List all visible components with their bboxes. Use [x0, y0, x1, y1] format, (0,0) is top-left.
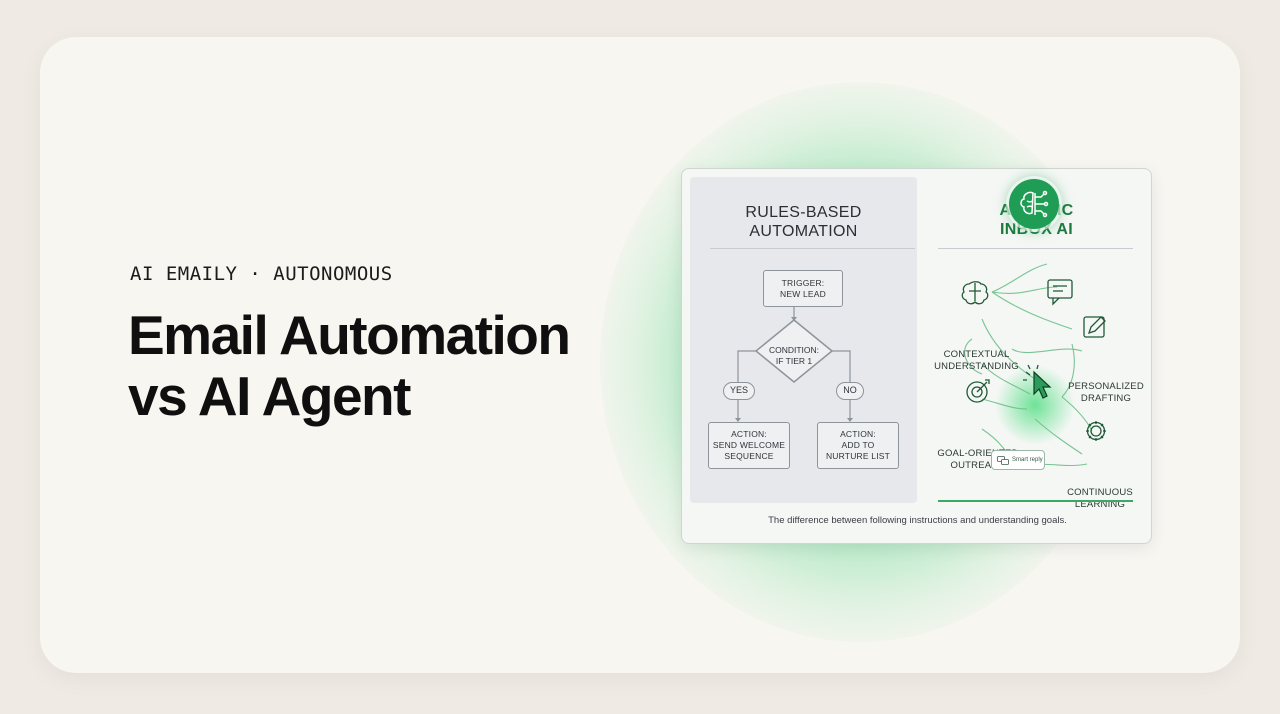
feature-3-line-1: GOAL-ORIENTED [937, 448, 1019, 459]
feature-3-line-2: OUTREACH [950, 460, 1006, 471]
cursor-glow [995, 365, 1075, 445]
ai-brain-logo [1009, 179, 1059, 229]
feature-2-line-1: PERSONALIZED [1068, 381, 1144, 392]
panel-caption: The difference between following instruc… [768, 515, 1067, 526]
action-yes-box: ACTION: SEND WELCOME SEQUENCE [708, 422, 790, 469]
gear-icon [1086, 421, 1106, 441]
feature-contextual-understanding: CONTEXTUAL UNDERSTANDING [929, 349, 1024, 373]
rules-based-title: RULES-BASED AUTOMATION [690, 203, 917, 241]
agentic-title-line-2: INBOX AI [1000, 221, 1073, 238]
action-yes-label: ACTION: [731, 429, 767, 439]
action-no-box: ACTION: ADD TO NURTURE LIST [817, 422, 899, 469]
flowchart-connectors [735, 300, 853, 422]
action-no-line-3: NURTURE LIST [825, 451, 891, 461]
pencil-icon [1083, 316, 1106, 338]
smart-reply-label: Smart reply [1012, 457, 1043, 463]
right-divider [938, 248, 1133, 249]
chat-bubble-icon [1047, 279, 1073, 306]
left-divider [710, 248, 915, 249]
reply-bubbles-icon [997, 456, 1009, 465]
feature-1-line-2: UNDERSTANDING [934, 361, 1019, 372]
feature-4-line-1: CONTINUOUS [1067, 487, 1133, 498]
action-no-line-2: ADD TO [841, 440, 875, 450]
comparison-panel: RULES-BASED AUTOMATION [681, 168, 1152, 544]
condition-value: IF TIER 1 [775, 356, 813, 366]
trigger-label: TRIGGER: [781, 277, 825, 288]
feature-4-line-2: LEARNING [1074, 499, 1126, 510]
condition-diamond: CONDITION: IF TIER 1 [754, 345, 834, 367]
page-title: Email Automation vs AI Agent [128, 304, 571, 427]
action-yes-line-3: SEQUENCE [724, 451, 774, 461]
eyebrow-text: AI EMAILY · AUTONOMOUS [130, 263, 393, 285]
action-yes-line-2: SEND WELCOME [712, 440, 786, 450]
feature-1-line-1: CONTEXTUAL [943, 349, 1010, 360]
headline-line-2: vs AI Agent [128, 365, 411, 427]
feature-2-line-2: DRAFTING [1080, 393, 1132, 404]
rules-title-line-2: AUTOMATION [749, 223, 858, 240]
trigger-value: NEW LEAD [780, 288, 826, 299]
agent-network [961, 263, 1106, 470]
agentic-accent-line [938, 500, 1133, 502]
feature-personalized-drafting: PERSONALIZED DRAFTING [1056, 381, 1156, 405]
target-icon [966, 379, 990, 403]
yes-branch-label: YES [723, 382, 755, 400]
cursor-icon [1023, 364, 1052, 399]
feature-continuous-learning: CONTINUOUS LEARNING [1054, 487, 1146, 511]
rules-title-line-1: RULES-BASED [745, 204, 862, 221]
action-no-label: ACTION: [840, 429, 876, 439]
hero-card: AI EMAILY · AUTONOMOUS Email Automation … [40, 37, 1240, 673]
feature-goal-oriented-outreach: GOAL-ORIENTED OUTREACH [932, 448, 1024, 472]
rules-based-pane: RULES-BASED AUTOMATION [690, 177, 917, 503]
no-branch-label: NO [836, 382, 864, 400]
circuit-brain-icon [1020, 190, 1049, 218]
smart-reply-chip: Smart reply [991, 450, 1045, 470]
brain-icon [961, 281, 989, 305]
condition-label: CONDITION: [768, 345, 820, 355]
headline-line-1: Email Automation [128, 304, 571, 366]
trigger-box: TRIGGER: NEW LEAD [763, 270, 843, 307]
